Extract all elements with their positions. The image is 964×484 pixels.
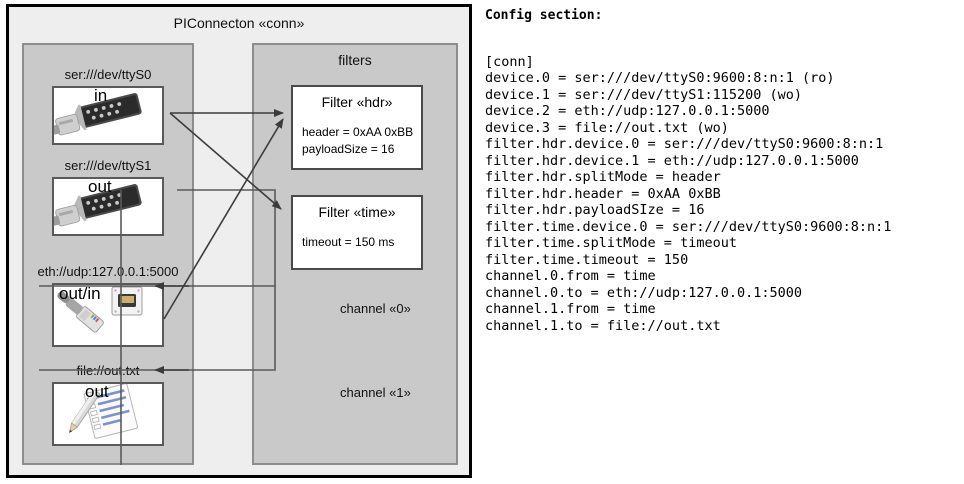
- channel-0-label: channel «0»: [340, 301, 411, 316]
- config-listing: [conn] device.0 = ser:///dev/ttyS0:9600:…: [485, 53, 892, 334]
- filters-panel-title: filters: [338, 52, 372, 68]
- config-pane: Config section: [conn] device.0 = ser://…: [481, 0, 964, 484]
- filter-time-attr-timeout: timeout = 150 ms: [302, 235, 395, 249]
- device-label-ttys0: ser:///dev/ttyS0: [64, 67, 152, 82]
- device-io-ttys0: in: [94, 86, 108, 105]
- device-label-ttys1: ser:///dev/ttyS1: [64, 158, 152, 173]
- serial-port-icon: [47, 93, 142, 136]
- config-heading: Config section:: [485, 8, 603, 23]
- devices-panel: ser:///dev/ttyS0 in: [22, 43, 194, 465]
- diagram-frame: PIConnecton «conn» ser:///dev/ttyS0 in: [6, 4, 472, 478]
- device-label-file: file://out.txt: [76, 363, 140, 378]
- filter-hdr-attr-payloadsize: payloadSize = 16: [302, 142, 395, 156]
- filter-hdr-attr-header: header = 0xAA 0xBB: [302, 125, 414, 139]
- device-node-eth[interactable]: out/in: [52, 283, 164, 347]
- filters-panel: filters Filter «hdr» header = 0xAA 0xBB …: [252, 43, 458, 465]
- device-node-ttys1[interactable]: out: [47, 177, 164, 236]
- device-node-ttys0[interactable]: in: [47, 86, 164, 145]
- device-label-eth: eth://udp:127.0.0.1:5000: [37, 264, 179, 279]
- device-node-file[interactable]: out: [52, 382, 164, 446]
- device-io-ttys1: out: [88, 177, 112, 196]
- channel-1-label: channel «1»: [340, 385, 411, 400]
- page-title: PIConnecton «conn»: [173, 15, 305, 31]
- filter-node-time[interactable]: Filter «time» timeout = 150 ms: [291, 195, 423, 270]
- device-io-eth: out/in: [59, 284, 101, 303]
- filter-node-hdr[interactable]: Filter «hdr» header = 0xAA 0xBB payloadS…: [291, 85, 423, 170]
- filter-time-title: Filter «time»: [318, 204, 396, 220]
- device-io-file: out: [85, 382, 109, 401]
- document-pencil-icon: [68, 383, 139, 439]
- filter-hdr-title: Filter «hdr»: [321, 94, 393, 110]
